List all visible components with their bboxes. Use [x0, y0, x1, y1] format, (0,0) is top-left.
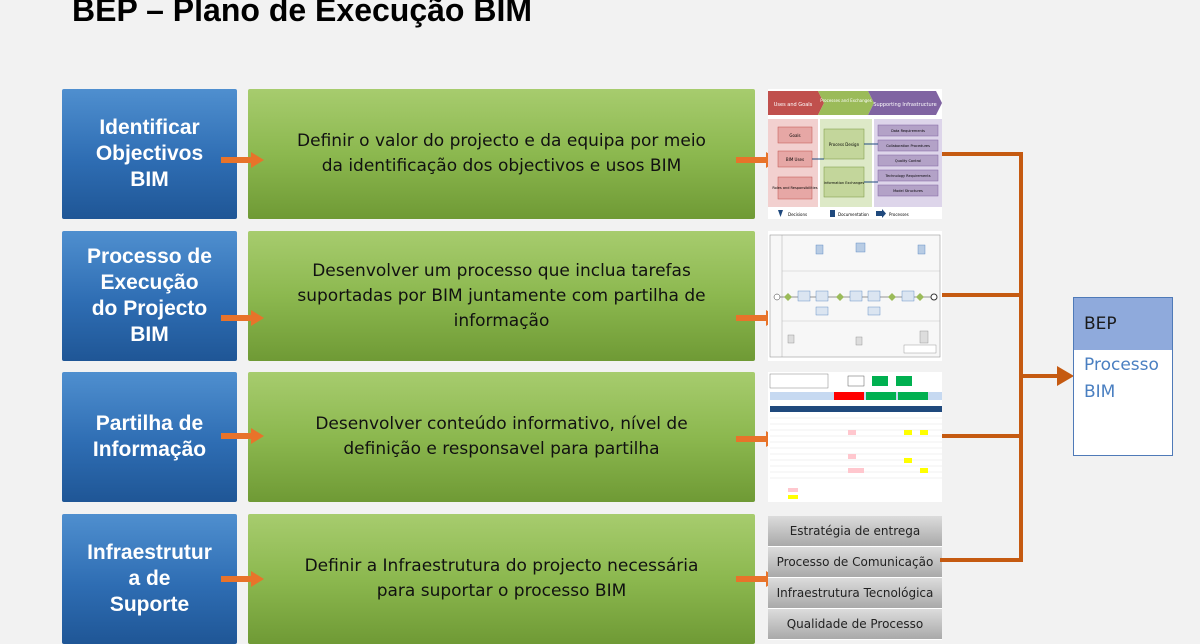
- arrow-icon: [221, 310, 264, 326]
- framework-item: Model Structures: [893, 189, 923, 193]
- process-map-thumbnail: [768, 231, 942, 361]
- step-process-description: Desenvolver um processo que inclua taref…: [248, 231, 755, 361]
- infrastructure-item: Qualidade de Processo: [768, 609, 942, 640]
- bep-box-body: Processo BIM: [1084, 355, 1159, 402]
- framework-item: Collaboration Procedures: [886, 144, 930, 148]
- framework-legend: Decisions: [788, 212, 807, 217]
- framework-header: Processes and Exchanges: [820, 98, 871, 103]
- framework-item: Goals: [789, 133, 800, 138]
- infrastructure-item: Infraestrutura Tecnológica: [768, 578, 942, 609]
- bep-box: BEP Processo BIM: [1073, 297, 1173, 456]
- step-objectives-box: Identificar Objectivos BIM: [62, 89, 237, 219]
- page-title: BEP – Plano de Execução BIM: [72, 0, 533, 28]
- bep-framework-thumbnail: Uses and Goals Processes and Exchanges S…: [768, 89, 942, 219]
- step-objectives-description: Definir o valor do projecto e da equipa …: [248, 89, 755, 219]
- framework-item: Process Design: [829, 142, 860, 147]
- step-information-box: Partilha de Informação: [62, 372, 237, 502]
- step-process-box: Processo de Execução do Projecto BIM: [62, 231, 237, 361]
- bep-connector: [940, 152, 1074, 562]
- framework-legend: Processes: [889, 212, 909, 217]
- framework-item: Quality Control: [895, 159, 921, 163]
- framework-item: Data Requirements: [891, 129, 925, 133]
- framework-legend: Documentation: [838, 212, 869, 217]
- framework-header: Supporting Infrastructure: [873, 102, 936, 108]
- framework-header: Uses and Goals: [774, 102, 813, 108]
- infrastructure-item: Processo de Comunicação: [768, 547, 942, 578]
- framework-item: Technology Requirements: [884, 174, 930, 178]
- framework-item: Information Exchanges: [824, 181, 864, 185]
- framework-item: Roles and Responsibilities: [772, 186, 817, 190]
- framework-item: BIM Uses: [786, 157, 804, 162]
- bep-box-header: BEP: [1074, 298, 1172, 350]
- step-information-description: Desenvolver conteúdo informativo, nível …: [248, 372, 755, 502]
- step-infrastructure-description: Definir a Infraestrutura do projecto nec…: [248, 514, 755, 644]
- step-infrastructure-box: Infraestrutur a de Suporte: [62, 514, 237, 644]
- information-exchange-thumbnail: [768, 372, 942, 502]
- arrow-icon: [221, 152, 264, 168]
- arrow-icon: [221, 571, 264, 587]
- arrow-icon: [221, 428, 264, 444]
- infrastructure-item: Estratégia de entrega: [768, 516, 942, 547]
